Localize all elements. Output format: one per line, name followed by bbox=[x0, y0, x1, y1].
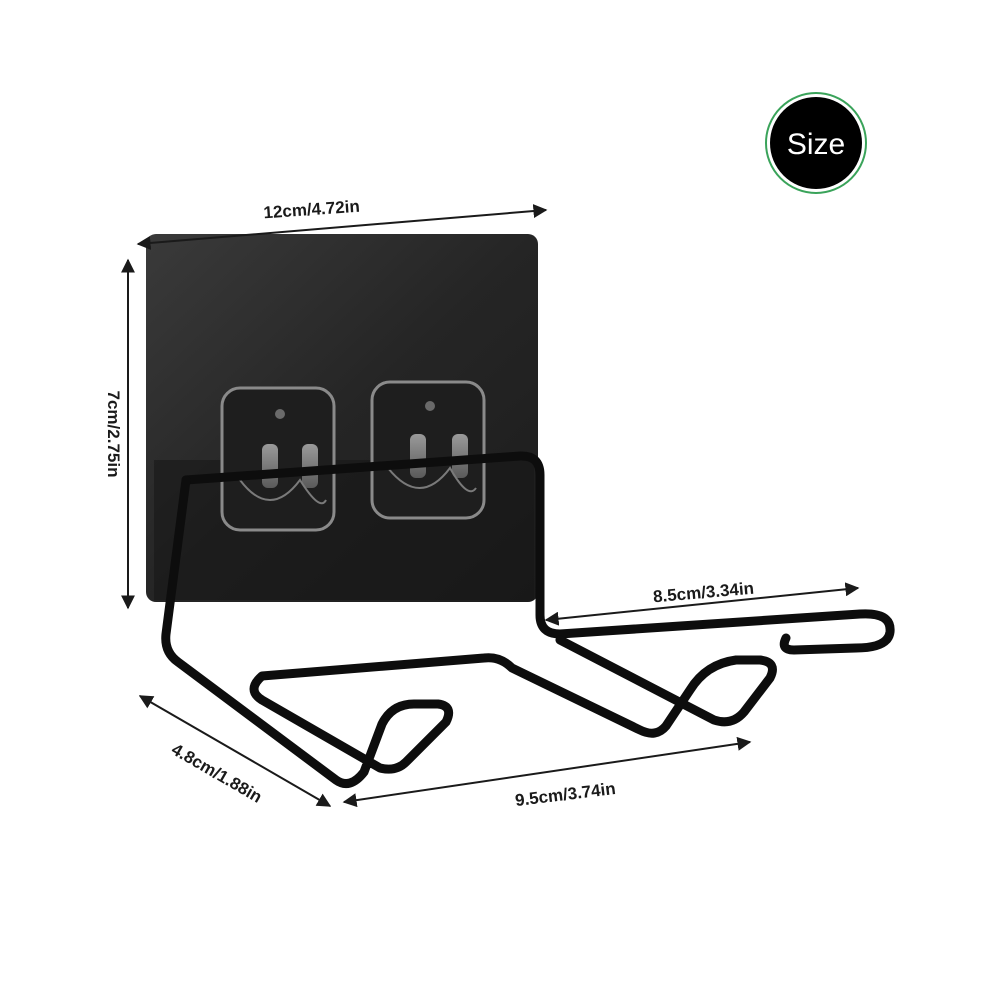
mounting-clip-left bbox=[220, 386, 336, 532]
depth-dimension-line bbox=[138, 695, 332, 807]
size-badge-circle bbox=[770, 97, 862, 189]
height-label: 7cm/2.75in bbox=[104, 391, 123, 478]
top-bar bbox=[181, 451, 895, 655]
size-badge: Size bbox=[765, 92, 867, 194]
depth-label: 4.8cm/1.88in bbox=[168, 740, 265, 807]
dimension-lines bbox=[121, 204, 860, 808]
hook-length-dimension-line bbox=[544, 582, 860, 626]
hook-length-label: 8.5cm/3.34in bbox=[652, 579, 754, 607]
size-badge-label: Size bbox=[787, 128, 845, 161]
width-dimension-line bbox=[136, 204, 548, 250]
width-label: 12cm/4.72in bbox=[263, 197, 360, 223]
mounting-clip-right bbox=[370, 380, 486, 520]
base-width-label: 9.5cm/3.74in bbox=[514, 779, 617, 810]
base-width-dimension-line bbox=[342, 736, 752, 808]
